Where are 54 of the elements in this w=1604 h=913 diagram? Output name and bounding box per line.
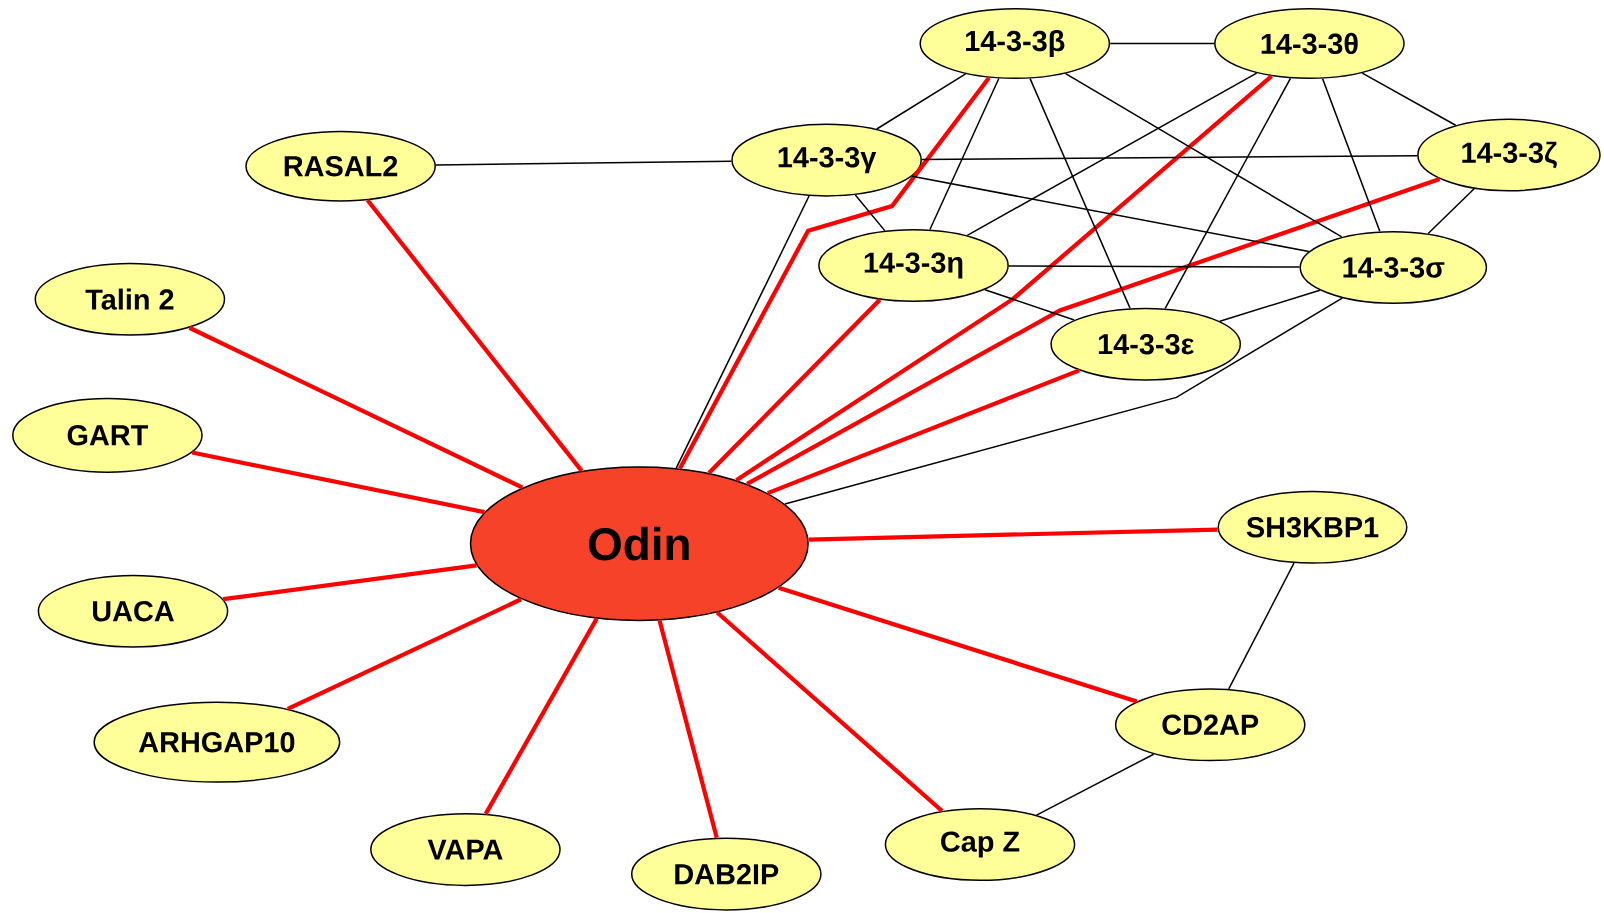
connector-line (678, 76, 991, 470)
connector-line (365, 199, 584, 473)
connector-line (1228, 562, 1295, 690)
protein-node: 14-3-3θ (1214, 7, 1405, 80)
protein-node: 14-3-3η (818, 228, 1009, 303)
connector-line (921, 154, 1418, 161)
connector-line (854, 194, 886, 232)
connector-line (1008, 265, 1301, 268)
protein-node: RASAL2 (245, 130, 436, 202)
connector-line (784, 297, 1343, 505)
protein-node: VAPA (370, 813, 561, 887)
protein-node: UACA (37, 574, 229, 648)
connector-line (777, 585, 1138, 704)
connector-line (715, 610, 944, 813)
connector-line (911, 175, 1310, 253)
connector-line (188, 325, 524, 490)
connector-line (1064, 72, 1343, 238)
connector-line (286, 597, 522, 711)
protein-node: 14-3-3γ (731, 123, 922, 197)
connector-line (735, 74, 1273, 482)
connector-line (746, 177, 1441, 486)
connector-line (675, 195, 810, 469)
connector-line (876, 73, 967, 130)
connector-line (1109, 42, 1215, 45)
connector-line (191, 450, 485, 515)
protein-node: SH3KBP1 (1217, 490, 1408, 564)
connector-line (483, 617, 599, 815)
protein-node: 14-3-3ζ (1417, 118, 1601, 192)
protein-node: ARHGAP10 (93, 701, 341, 783)
connector-line (1219, 289, 1321, 322)
connector-line (766, 368, 1080, 496)
connector-line (435, 160, 733, 166)
connector-line (929, 77, 1000, 231)
hub-node: Odin (469, 466, 809, 622)
protein-node: GART (12, 397, 203, 473)
connector-line (1035, 753, 1155, 816)
connector-line (222, 563, 477, 602)
connector-line (1427, 188, 1475, 235)
protein-node: DAB2IP (630, 837, 822, 911)
connector-line (1361, 72, 1457, 126)
connector-line (984, 288, 1076, 321)
protein-node: 14-3-3ε (1050, 307, 1242, 381)
protein-node: 14-3-3σ (1299, 230, 1488, 305)
protein-node: 14-3-3β (919, 7, 1111, 80)
connector-line (707, 298, 882, 475)
connector-line (1164, 77, 1292, 310)
connector-line (966, 72, 1258, 237)
connector-line (1029, 77, 1131, 309)
protein-node: CD2AP (1114, 688, 1306, 762)
connector-line (657, 620, 719, 839)
protein-node: Talin 2 (34, 262, 226, 336)
connector-line (808, 527, 1218, 542)
connector-line (1321, 77, 1381, 233)
protein-node: Cap Z (884, 807, 1076, 882)
